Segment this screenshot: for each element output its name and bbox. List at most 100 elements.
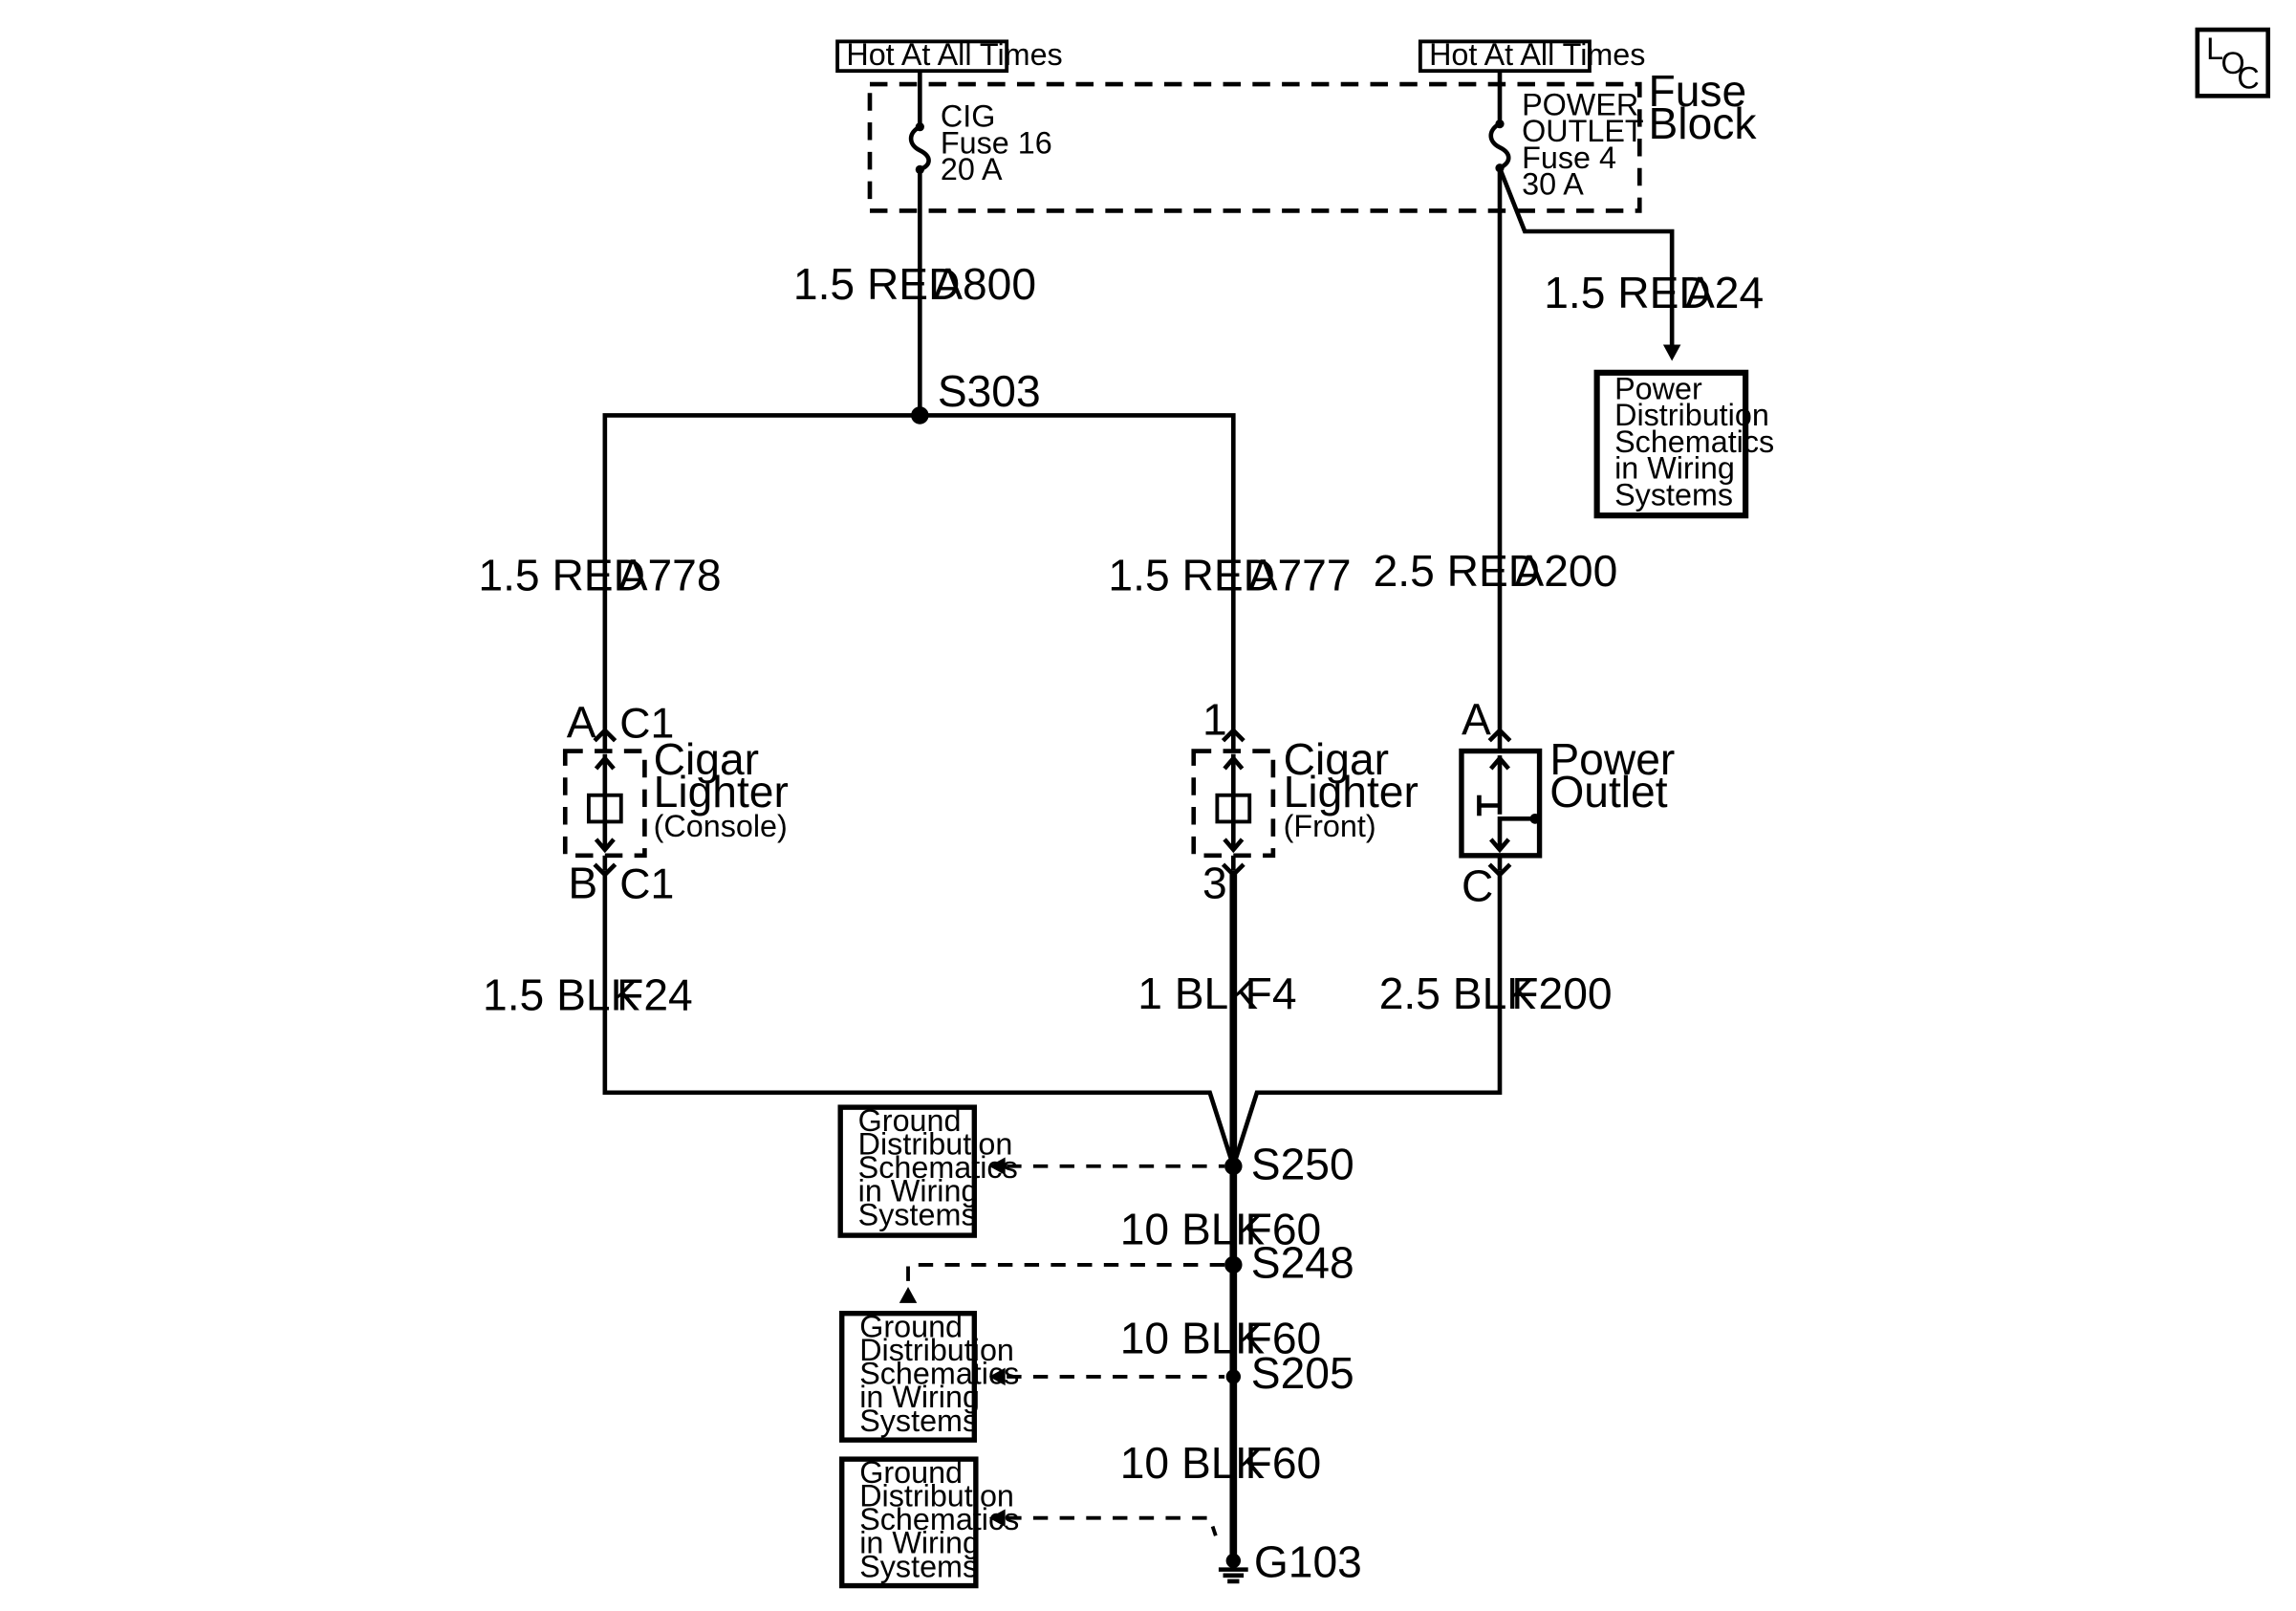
wire-a24-gauge: 1.5 RED <box>1544 268 1711 317</box>
cigar-lighter-front: 1 Cigar Lighter (Front) 3 <box>1191 695 1419 908</box>
svg-text:Cigar: Cigar <box>654 734 759 784</box>
svg-text:Fuse 4: Fuse 4 <box>1522 141 1616 175</box>
fuse-block-label-2: Block <box>1649 98 1758 148</box>
svg-text:Ground: Ground <box>858 1103 962 1138</box>
wire-a777-circuit: A777 <box>1248 551 1352 600</box>
svg-text:Fuse 16: Fuse 16 <box>941 125 1052 160</box>
wire-f60-circuit-3: F60 <box>1245 1438 1322 1488</box>
arrow-up-icon <box>899 1286 918 1303</box>
svg-text:Lighter: Lighter <box>1284 767 1419 816</box>
svg-text:OUTLET: OUTLET <box>1522 114 1644 148</box>
svg-text:POWER: POWER <box>1522 87 1638 121</box>
svg-text:3: 3 <box>1202 859 1227 908</box>
arrow-left-icon <box>988 1157 1006 1175</box>
svg-text:Systems: Systems <box>1614 477 1733 512</box>
ground-distribution-reference-box-1[interactable]: Ground Distribution Schematics in Wiring… <box>837 1103 1018 1238</box>
svg-text:Schematics: Schematics <box>1614 425 1774 459</box>
svg-text:B: B <box>568 859 597 908</box>
wire-f60-circuit-2: F60 <box>1245 1313 1322 1362</box>
hot-at-all-times-label-left: Hot At All Times <box>835 37 1063 74</box>
svg-text:in Wiring: in Wiring <box>859 1526 980 1560</box>
power-distribution-reference-box[interactable]: Power Distribution Schematics in Wiring … <box>1593 369 1775 519</box>
wire-a800-circuit: A800 <box>933 259 1036 309</box>
splice-s205-label: S205 <box>1251 1348 1354 1398</box>
wire-a778-gauge: 1.5 RED <box>478 551 645 600</box>
fuse-power-outlet: POWER OUTLET Fuse 4 30 A <box>1488 71 1644 202</box>
svg-text:O: O <box>2220 46 2244 80</box>
svg-text:C: C <box>1462 861 1493 911</box>
svg-text:in Wiring: in Wiring <box>858 1174 979 1208</box>
svg-text:Schematics: Schematics <box>859 1357 1019 1391</box>
svg-text:30 A: 30 A <box>1522 167 1584 202</box>
wire-f200 <box>1231 870 1503 1167</box>
svg-text:(Front): (Front) <box>1284 809 1376 843</box>
svg-text:Distribution: Distribution <box>1614 398 1769 432</box>
fuse-block-outline <box>867 81 1642 213</box>
svg-text:CIG: CIG <box>941 99 995 134</box>
loc-symbol: L O C <box>2195 27 2271 98</box>
power-outlet: A Power Outlet C <box>1459 695 1675 911</box>
wire-a777 <box>920 413 1236 732</box>
splice-s250 <box>1224 1157 1243 1175</box>
wire-a24 <box>1497 166 1675 348</box>
svg-text:Ground: Ground <box>859 1455 963 1490</box>
splice-s248-label: S248 <box>1251 1238 1354 1288</box>
svg-text:L: L <box>2206 32 2223 66</box>
svg-text:C: C <box>2237 61 2259 96</box>
splice-s303-label: S303 <box>938 366 1041 416</box>
svg-text:Cigar: Cigar <box>1284 734 1389 784</box>
svg-text:(Console): (Console) <box>654 809 788 843</box>
arrow-down-icon <box>1662 344 1681 361</box>
svg-text:Lighter: Lighter <box>654 767 789 816</box>
splice-s248 <box>1224 1255 1243 1274</box>
wire-f60-gauge-2: 10 BLK <box>1120 1313 1266 1362</box>
wire-f4-gauge: 1 BLK <box>1137 969 1258 1018</box>
wire-f200-circuit: F200 <box>1511 969 1612 1018</box>
svg-text:Distribution: Distribution <box>858 1126 1013 1161</box>
svg-text:in Wiring: in Wiring <box>859 1380 980 1414</box>
wire-f4-circuit: F4 <box>1245 969 1297 1018</box>
svg-text:Distribution: Distribution <box>859 1333 1014 1367</box>
wire-f24-gauge: 1.5 BLK <box>483 970 640 1020</box>
hot-at-all-times-label-right: Hot At All Times <box>1418 37 1645 74</box>
svg-text:Power: Power <box>1549 734 1675 784</box>
svg-text:in Wiring: in Wiring <box>1614 451 1735 486</box>
wire-f200-gauge: 2.5 BLK <box>1379 969 1537 1018</box>
fuse-block-label: Fuse <box>1649 66 1747 116</box>
arrow-left-icon <box>988 1367 1006 1386</box>
ground-g103-label: G103 <box>1254 1536 1362 1586</box>
svg-text:Systems: Systems <box>858 1197 977 1231</box>
wire-a24-circuit: A24 <box>1685 268 1764 317</box>
wire-a778 <box>602 413 921 732</box>
wire-f60-gauge-1: 10 BLK <box>1120 1204 1266 1253</box>
wire-a200-circuit: A200 <box>1514 546 1617 596</box>
wire-a800-gauge: 1.5 RED <box>793 259 961 309</box>
svg-text:Hot At All Times: Hot At All Times <box>846 37 1062 72</box>
ground-distribution-reference-box-2[interactable]: Ground Distribution Schematics in Wiring… <box>839 1309 1020 1443</box>
wire-f60-gauge-3: 10 BLK <box>1120 1438 1266 1488</box>
svg-text:A: A <box>567 698 596 748</box>
wire-a777-gauge: 1.5 RED <box>1108 551 1275 600</box>
svg-text:Hot At All Times: Hot At All Times <box>1429 37 1645 72</box>
splice-s205 <box>1225 1369 1242 1384</box>
svg-text:Schematics: Schematics <box>858 1150 1018 1185</box>
svg-text:Systems: Systems <box>859 1404 978 1438</box>
svg-text:C1: C1 <box>619 861 674 908</box>
svg-text:1: 1 <box>1202 695 1227 745</box>
splice-s250-label: S250 <box>1251 1140 1354 1189</box>
svg-text:Outlet: Outlet <box>1549 767 1667 816</box>
wire-f24-circuit: F24 <box>617 970 693 1020</box>
svg-text:A: A <box>1462 695 1491 745</box>
svg-text:Systems: Systems <box>859 1549 978 1583</box>
arrow-left-icon <box>988 1509 1006 1527</box>
wire-f24 <box>602 870 1236 1167</box>
svg-text:Distribution: Distribution <box>859 1478 1014 1513</box>
cigar-lighter-console: A C1 Cigar Lighter (Console) B C1 <box>562 698 789 908</box>
wire-a778-circuit: A778 <box>618 551 722 600</box>
ground-distribution-reference-box-3[interactable]: Ground Distribution Schematics in Wiring… <box>839 1455 1020 1589</box>
svg-text:Ground: Ground <box>859 1309 963 1343</box>
wire-a200-gauge: 2.5 RED <box>1374 546 1541 596</box>
ground-icon <box>1218 1553 1248 1584</box>
svg-text:C1: C1 <box>619 701 674 748</box>
